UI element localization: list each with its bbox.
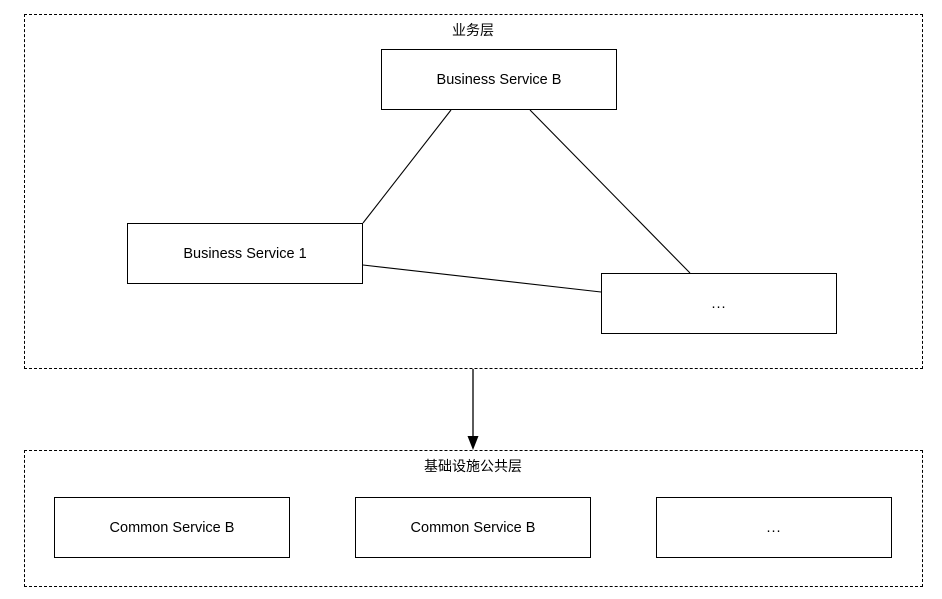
business-layer-container xyxy=(24,14,923,369)
node-business-service-1[interactable]: Business Service 1 xyxy=(127,223,363,284)
node-common-service-b-2-label: Common Service B xyxy=(410,519,536,536)
node-business-service-b[interactable]: Business Service B xyxy=(381,49,617,110)
layer-arrow xyxy=(467,369,479,450)
node-business-service-1-label: Business Service 1 xyxy=(183,245,307,262)
infrastructure-layer-title: 基础设施公共层 xyxy=(424,458,522,474)
node-business-more-label: ... xyxy=(711,295,727,312)
node-common-more-label: ... xyxy=(766,519,782,536)
infrastructure-layer-container xyxy=(24,450,923,587)
node-common-service-b-1-label: Common Service B xyxy=(109,519,235,536)
node-business-service-b-label: Business Service B xyxy=(436,71,562,88)
node-common-more[interactable]: ... xyxy=(656,497,892,558)
node-business-more[interactable]: ... xyxy=(601,273,837,334)
node-common-service-b-2[interactable]: Common Service B xyxy=(355,497,591,558)
business-layer-title: 业务层 xyxy=(452,22,494,38)
node-common-service-b-1[interactable]: Common Service B xyxy=(54,497,290,558)
